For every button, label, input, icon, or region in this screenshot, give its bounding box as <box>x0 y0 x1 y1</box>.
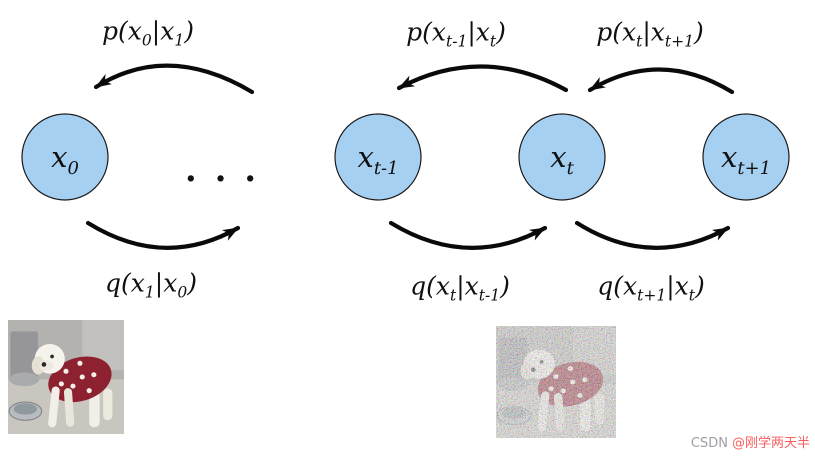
node-label-base: x <box>550 140 567 174</box>
chain-ellipsis: . . . <box>184 150 260 190</box>
noise-overlay <box>496 326 616 438</box>
formula-post: ) <box>184 16 194 46</box>
forward-arrow-x0-to-x1 <box>85 220 241 250</box>
forward-arrow-xt-1-to-xt <box>388 220 548 250</box>
formula-sub2: t <box>688 286 695 305</box>
noisy-dog-image <box>496 326 616 438</box>
formula-mid: |x <box>154 268 178 298</box>
node-xt+1-circle <box>702 113 790 201</box>
node-label-sub: t+1 <box>737 157 772 179</box>
node-xt-circle <box>518 113 606 201</box>
reverse-label-p-xt-given-xt+1: p(xt|xt+1) <box>596 17 704 50</box>
reverse-label-p-x0-given-x1: p(x0|x1) <box>102 16 194 49</box>
formula-sub2: t+1 <box>664 32 694 51</box>
node-label-sub: t <box>566 157 574 179</box>
forward-label-q-x1-given-x0: q(x1|x0) <box>105 268 197 301</box>
formula-mid: |x <box>642 17 665 47</box>
node-xt-label: xt <box>550 140 574 177</box>
formula-mid: |x <box>151 16 175 46</box>
formula-post: ) <box>693 17 704 47</box>
formula-pre: p(x <box>596 17 637 47</box>
node-x0-label: x0 <box>51 140 79 177</box>
formula-sub1: 1 <box>144 283 155 302</box>
formula-pre: q(x <box>105 268 145 298</box>
watermark-handle: @刚学两天半 <box>731 436 810 451</box>
node-xt+1-label: xt+1 <box>720 140 771 177</box>
formula-sub1: t <box>450 286 457 305</box>
formula-sub1: t+1 <box>637 286 667 305</box>
node-label-base: x <box>720 140 738 174</box>
node-xt-1-label: xt-1 <box>357 140 398 177</box>
formula-sub1: 0 <box>141 31 152 50</box>
reverse-arrow-x1-to-x0 <box>93 63 255 95</box>
reverse-label-p-xt-1-given-xt: p(xt-1|xt) <box>406 17 506 50</box>
forward-arrow-xt-to-xt+1 <box>574 220 731 250</box>
formula-pre: q(x <box>597 271 638 301</box>
watermark-brand: CSDN <box>690 436 728 451</box>
formula-post: ) <box>694 271 705 301</box>
formula-post: ) <box>500 271 510 301</box>
formula-pre: p(x <box>102 16 142 46</box>
clean-dog-image <box>8 320 124 434</box>
formula-mid: |x <box>666 271 689 301</box>
formula-sub2: t <box>489 32 497 51</box>
node-label-base: x <box>357 140 374 174</box>
forward-label-q-xt+1-given-xt: q(xt+1|xt) <box>597 271 705 304</box>
node-label-sub: 0 <box>67 157 79 179</box>
node-label-base: x <box>51 140 68 174</box>
formula-mid: |x <box>456 271 479 301</box>
formula-post: ) <box>496 17 506 47</box>
node-xt-1-circle <box>334 113 422 201</box>
formula-pre: q(x <box>410 271 450 301</box>
forward-label-q-xt-given-xt-1: q(xt|xt-1) <box>410 271 510 304</box>
formula-sub1: t-1 <box>446 32 468 51</box>
reverse-arrow-xt+1-to-xt <box>587 67 735 95</box>
formula-mid: |x <box>467 17 490 47</box>
formula-sub1: t <box>636 32 643 51</box>
formula-post: ) <box>187 268 197 298</box>
formula-sub2: 1 <box>174 31 185 50</box>
formula-sub2: t-1 <box>478 286 501 305</box>
reverse-arrow-xt-to-xt-1 <box>396 64 569 93</box>
formula-sub2: 0 <box>177 283 188 302</box>
watermark: CSDN@刚学两天半 <box>691 432 810 451</box>
node-x0-circle <box>21 113 109 201</box>
node-label-sub: t-1 <box>373 157 399 179</box>
formula-pre: p(x <box>406 17 446 47</box>
